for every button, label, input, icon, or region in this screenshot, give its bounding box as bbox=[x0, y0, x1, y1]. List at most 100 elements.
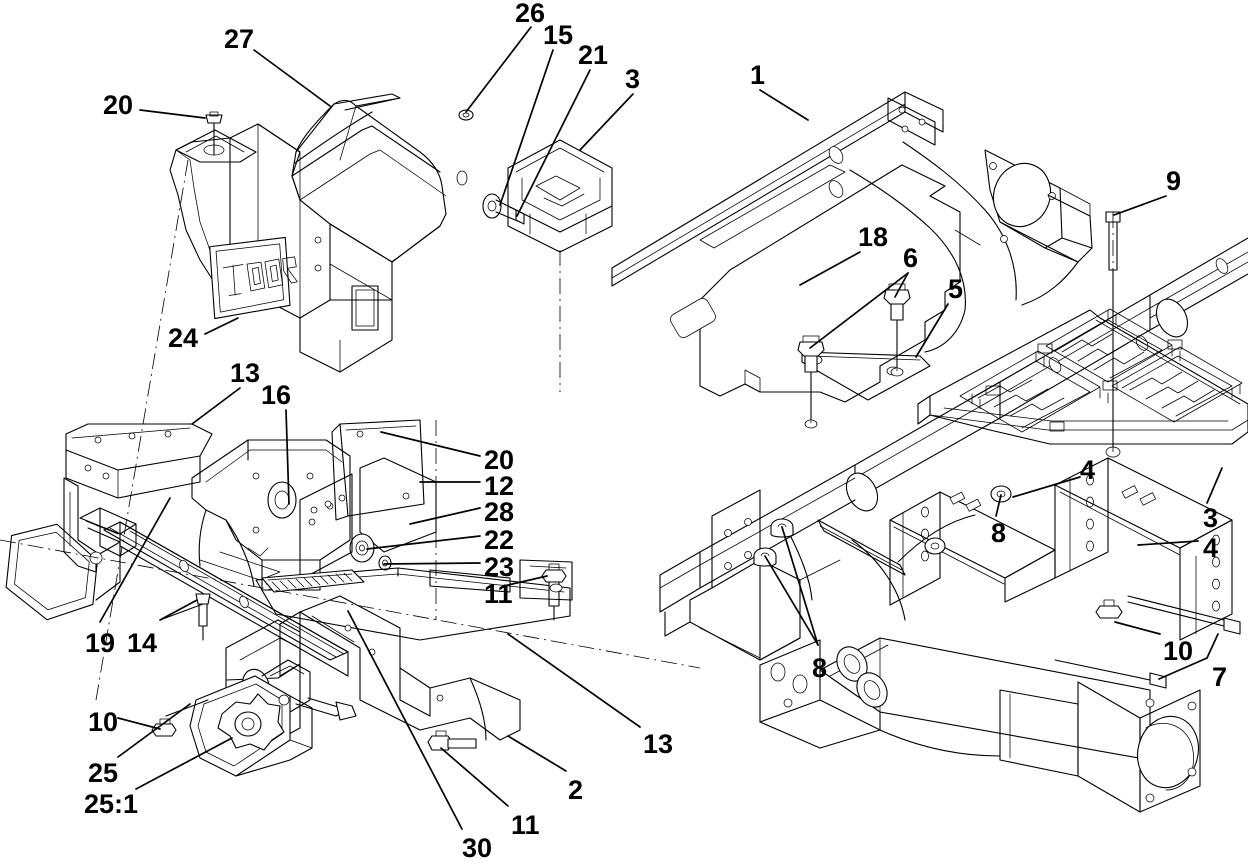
tread-mat-part30 bbox=[261, 569, 365, 593]
callout-14: 14 bbox=[127, 628, 158, 658]
leader-line-23 bbox=[383, 562, 481, 565]
leader-line-25 bbox=[117, 703, 191, 758]
access-cover-part28 bbox=[359, 457, 437, 553]
leader-line-21 bbox=[516, 69, 591, 217]
leader-line-13 bbox=[191, 387, 241, 425]
callout-23: 23 bbox=[484, 552, 515, 582]
callout-10: 10 bbox=[88, 707, 119, 737]
flange-nut-6b bbox=[883, 283, 911, 377]
leader-line-6 bbox=[809, 272, 909, 349]
headlight-assembly bbox=[5, 523, 121, 621]
leader-line-18 bbox=[799, 251, 861, 286]
leader-line-27 bbox=[253, 49, 331, 107]
callout-19: 19 bbox=[85, 628, 116, 658]
callout-8: 8 bbox=[812, 653, 828, 683]
leader-line-10 bbox=[1114, 621, 1161, 635]
leader-line-11 bbox=[507, 575, 548, 586]
callout-1: 1 bbox=[750, 60, 766, 90]
leader-line-4 bbox=[1137, 540, 1199, 546]
callout-10: 10 bbox=[1163, 636, 1194, 666]
callout-4: 4 bbox=[1080, 455, 1096, 485]
leader-line-25-1 bbox=[135, 737, 233, 790]
flange-nut-6a bbox=[797, 335, 825, 429]
callout-7: 7 bbox=[1212, 662, 1228, 692]
leader-line-26 bbox=[465, 26, 532, 113]
leader-line-22 bbox=[366, 535, 481, 550]
callout-5: 5 bbox=[948, 274, 964, 304]
callout-12: 12 bbox=[484, 471, 515, 501]
bracket-4-left bbox=[889, 491, 1056, 606]
toro-name-plate-part24 bbox=[209, 236, 298, 320]
leader-line-11 bbox=[440, 747, 509, 807]
leader-line-4 bbox=[1012, 476, 1081, 498]
callout-20: 20 bbox=[484, 445, 515, 475]
rear-axle-tube bbox=[759, 637, 1201, 813]
front-left-assembly bbox=[5, 419, 573, 777]
callout-2: 2 bbox=[568, 775, 584, 805]
callout-26: 26 bbox=[515, 0, 546, 28]
callout-8: 8 bbox=[991, 518, 1007, 548]
main-frame-rail-group bbox=[611, 91, 1248, 813]
callout-3: 3 bbox=[1203, 503, 1219, 533]
leader-line-3 bbox=[579, 93, 634, 151]
leader-line-1 bbox=[759, 89, 809, 121]
shoulder-bolt-part15 bbox=[456, 170, 525, 225]
hood-cowling-part27 bbox=[169, 93, 525, 373]
callout-25: 25 bbox=[88, 758, 119, 788]
callout-3: 3 bbox=[625, 64, 641, 94]
callout-30: 30 bbox=[462, 833, 493, 863]
leader-line-16 bbox=[285, 409, 290, 505]
leader-line-5 bbox=[915, 303, 949, 358]
washer-part23 bbox=[378, 555, 392, 571]
hood-bolt-part20 bbox=[205, 111, 223, 156]
floor-pan-part18 bbox=[670, 164, 961, 403]
callout-13: 13 bbox=[643, 729, 674, 759]
callout-4: 4 bbox=[1203, 533, 1219, 563]
leader-line-8 bbox=[995, 494, 1002, 517]
callout-15: 15 bbox=[543, 20, 574, 50]
leader-line-8 bbox=[781, 526, 819, 646]
bushings-part8 bbox=[753, 485, 1012, 567]
panel-part12 bbox=[331, 419, 425, 521]
leader-line-8 bbox=[764, 555, 819, 646]
callout-11: 11 bbox=[484, 579, 513, 609]
leader-line-9 bbox=[1113, 195, 1167, 216]
leader-line-7 bbox=[1158, 657, 1208, 680]
leader-line-20 bbox=[380, 431, 481, 457]
pivot-bushing-part22 bbox=[349, 533, 375, 563]
step-platform-part3 bbox=[917, 308, 1248, 445]
leader-line-30 bbox=[347, 610, 463, 830]
callout-13: 13 bbox=[230, 358, 261, 388]
callout-25-1: 25:1 bbox=[84, 789, 139, 819]
fuel-cap-assembly-part25 bbox=[189, 659, 357, 777]
leader-line-3 bbox=[1206, 467, 1223, 504]
leader-line-2 bbox=[507, 735, 567, 772]
leader-line-15 bbox=[499, 49, 554, 206]
leader-line-10 bbox=[117, 717, 161, 730]
callout-leader-lines bbox=[99, 26, 1223, 830]
callout-18: 18 bbox=[858, 222, 889, 252]
leader-line-6 bbox=[894, 272, 909, 298]
leader-line-19 bbox=[99, 497, 171, 623]
leader-line-24 bbox=[204, 317, 239, 335]
callout-20: 20 bbox=[103, 90, 134, 120]
leader-line-7 bbox=[1206, 633, 1219, 659]
leader-line-20 bbox=[139, 109, 206, 119]
pin-rod-part7 bbox=[1054, 595, 1241, 689]
callout-9: 9 bbox=[1166, 166, 1182, 196]
callout-6: 6 bbox=[903, 243, 919, 273]
support-weldment-part21 bbox=[507, 139, 613, 253]
callout-16: 16 bbox=[261, 380, 292, 410]
callout-21: 21 bbox=[578, 40, 609, 70]
callout-11: 11 bbox=[511, 810, 540, 840]
leader-line-13 bbox=[507, 633, 641, 728]
hex-bolt-11-bottom bbox=[427, 730, 477, 751]
grommet-part26 bbox=[458, 109, 474, 121]
nut-10-right bbox=[1095, 599, 1123, 619]
carriage-bolt-part14 bbox=[159, 593, 211, 641]
leader-line-14 bbox=[159, 599, 198, 621]
callout-28: 28 bbox=[484, 497, 515, 527]
leader-line-28 bbox=[409, 507, 481, 525]
